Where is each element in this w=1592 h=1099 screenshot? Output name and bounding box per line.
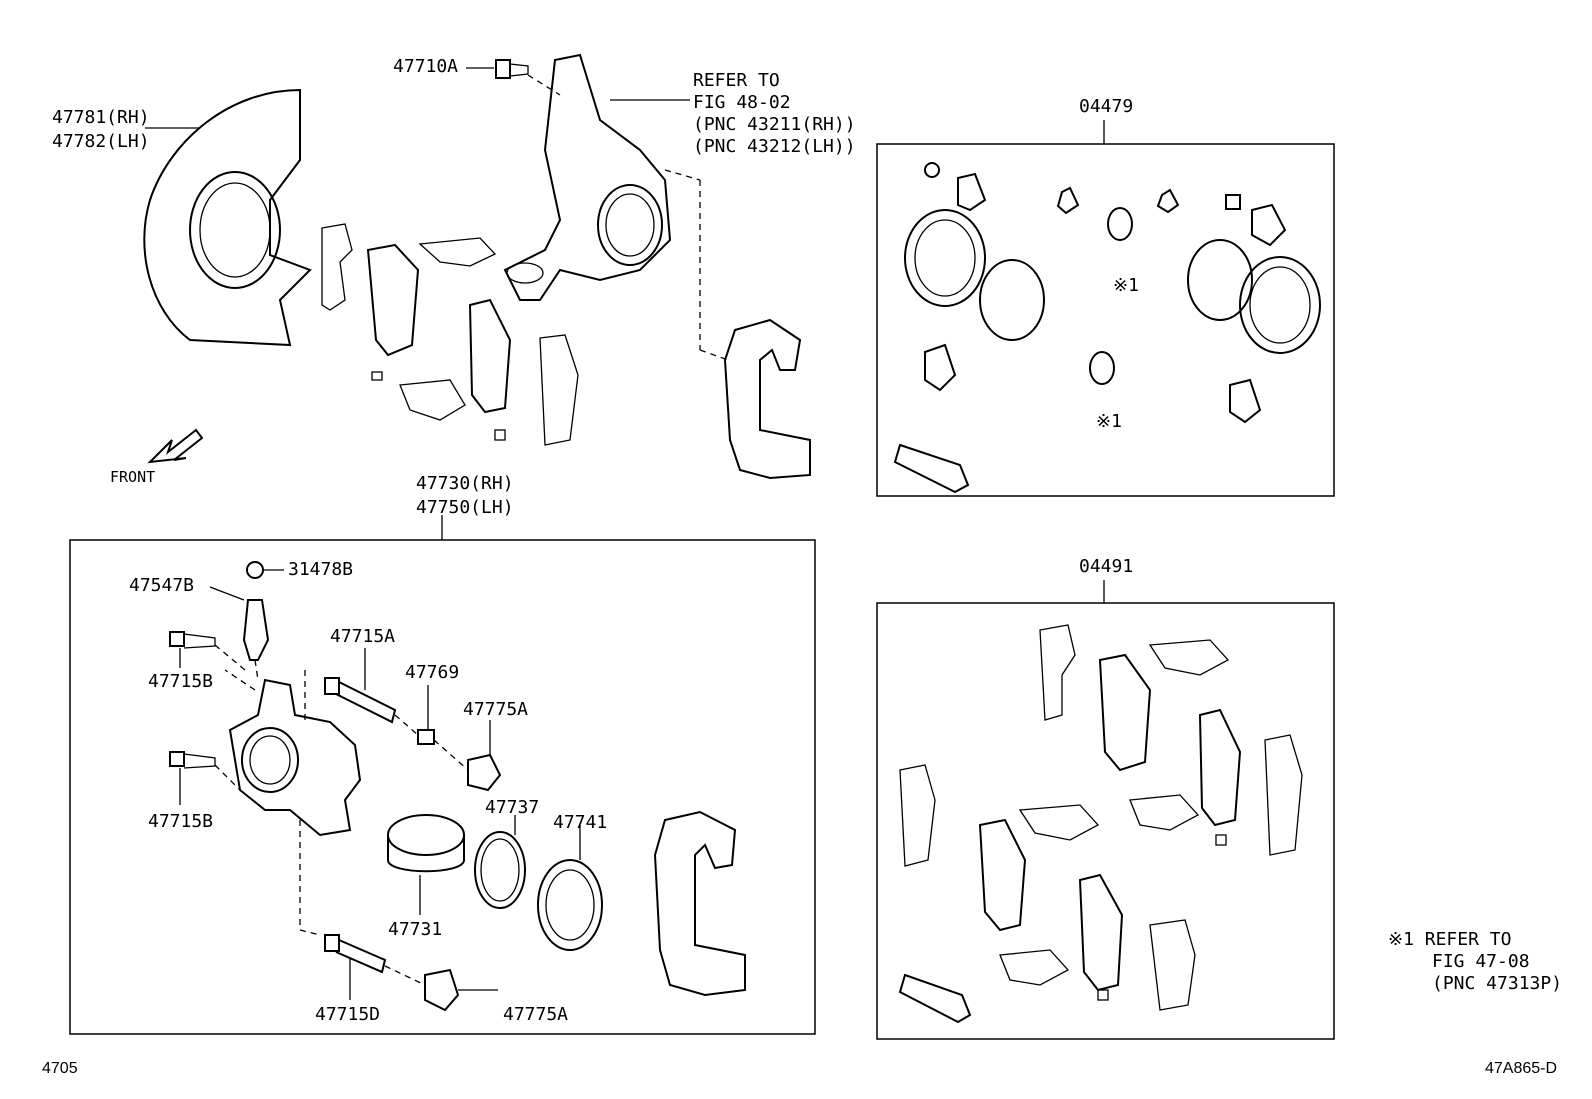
dust-shield	[143, 88, 312, 347]
note-mark-upper: ※1	[1113, 275, 1139, 296]
label-47750: 47750(LH)	[416, 497, 514, 518]
note-mark-lower: ※1	[1096, 411, 1122, 432]
refer-knuckle-line2: FIG 48-02	[693, 92, 791, 113]
label-47715b-upper: 47715B	[148, 671, 214, 692]
caliper-bracket-lower	[653, 810, 746, 997]
label-47547b: 47547B	[129, 575, 195, 596]
seal-kit-parts	[893, 162, 1321, 494]
label-47781: 47781(RH)	[52, 107, 150, 128]
label-47782: 47782(LH)	[52, 131, 150, 152]
bolts-47715b	[169, 631, 246, 805]
caliper-body	[224, 669, 362, 936]
caliper-bracket-upper	[664, 169, 811, 480]
label-front: FRONT	[110, 468, 156, 486]
label-04491: 04491	[1079, 556, 1134, 577]
label-47715d: 47715D	[315, 1004, 381, 1025]
refer-knuckle-line4: (PNC 43212(LH))	[693, 136, 856, 157]
guide-pin-parts	[324, 648, 502, 792]
bolt-47710a	[466, 59, 561, 96]
note-line3: (PNC 47313P)	[1432, 973, 1563, 994]
note-line1: ※1 REFER TO	[1388, 929, 1512, 950]
label-47730: 47730(RH)	[416, 473, 514, 494]
pad-kit-parts	[898, 624, 1303, 1024]
label-47741: 47741	[553, 812, 608, 833]
caliper-assembly-box	[69, 539, 816, 1035]
label-47715a: 47715A	[330, 626, 396, 647]
label-31478b: 31478B	[288, 559, 354, 580]
diagram-code: 47A865-D	[1485, 1060, 1558, 1077]
front-arrow-icon	[147, 428, 204, 464]
refer-knuckle-line1: REFER TO	[693, 70, 780, 91]
pin-d-parts	[324, 934, 498, 1012]
bleeder-assembly	[209, 561, 284, 681]
pad-set-upper	[321, 223, 579, 446]
label-47731: 47731	[388, 919, 443, 940]
label-47775a-lower: 47775A	[503, 1004, 569, 1025]
refer-knuckle-line3: (PNC 43211(RH))	[693, 114, 856, 135]
label-04479: 04479	[1079, 96, 1134, 117]
piston-parts	[387, 814, 603, 951]
pad-kit-box	[876, 602, 1335, 1040]
label-47775a-upper: 47775A	[463, 699, 529, 720]
note-line2: FIG 47-08	[1432, 951, 1530, 972]
page-number-left: 4705	[42, 1060, 78, 1077]
steering-knuckle	[503, 53, 690, 301]
label-47715b-lower: 47715B	[148, 811, 214, 832]
label-47737: 47737	[485, 797, 540, 818]
label-47710a: 47710A	[393, 56, 459, 77]
label-47769: 47769	[405, 662, 460, 683]
seal-kit-box	[876, 143, 1335, 497]
